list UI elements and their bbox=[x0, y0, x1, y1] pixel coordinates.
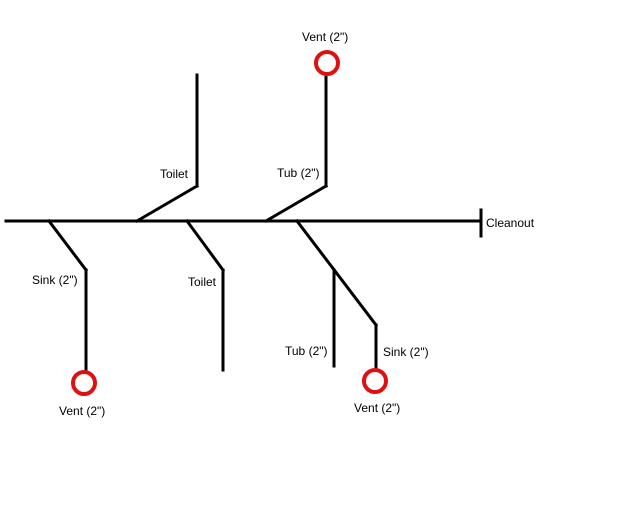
sink-right-label: Sink (2") bbox=[383, 345, 429, 359]
sink-left-label: Sink (2") bbox=[32, 273, 78, 287]
vent-left-label: Vent (2") bbox=[59, 404, 105, 418]
vent-left-marker bbox=[71, 370, 97, 396]
vent-right-label: Vent (2") bbox=[354, 401, 400, 415]
tub-lower-label: Tub (2") bbox=[285, 344, 328, 358]
tub-sink-branch-diagonal bbox=[294, 218, 379, 328]
toilet-lower-branch-diagonal bbox=[184, 218, 226, 273]
sink-left-branch-diagonal bbox=[46, 218, 89, 273]
cleanout-label: Cleanout bbox=[486, 216, 535, 230]
vent-top-marker bbox=[314, 50, 340, 76]
toilet-lower-label: Toilet bbox=[188, 275, 217, 289]
tub-upper-branch-diagonal bbox=[263, 183, 329, 224]
toilet-upper-label: Toilet bbox=[160, 167, 189, 181]
tub-upper-label: Tub (2") bbox=[277, 166, 320, 180]
toilet-upper-branch-diagonal bbox=[134, 183, 200, 224]
vent-right-marker bbox=[362, 368, 388, 394]
vent-top-label: Vent (2") bbox=[302, 30, 348, 44]
